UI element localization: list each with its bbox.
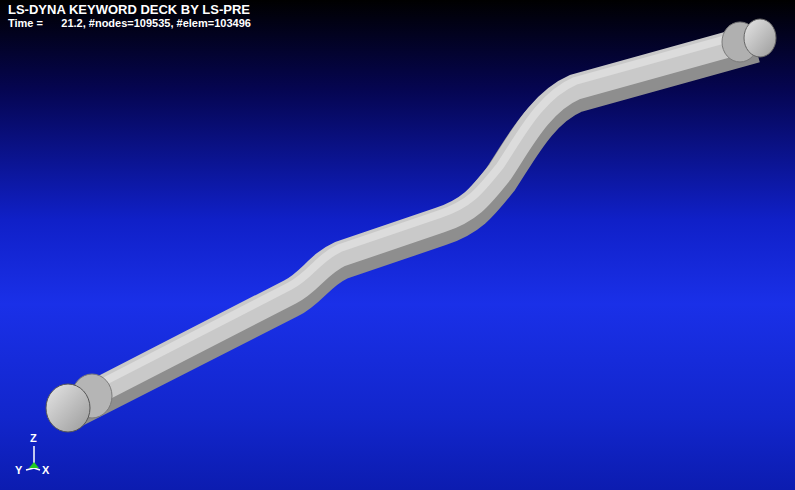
bar-highlight xyxy=(72,31,755,398)
end-cap-left xyxy=(46,384,90,432)
axis-x xyxy=(34,468,40,470)
axis-marker xyxy=(29,462,39,468)
axis-label: Y xyxy=(15,464,22,476)
end-cap-right xyxy=(744,19,776,57)
axis-label: Z xyxy=(30,432,37,444)
axis-y xyxy=(26,468,34,470)
status-line: Time = 21.2, #nodes=109535, #elem=103496 xyxy=(8,17,251,29)
deck-title: LS-DYNA KEYWORD DECK BY LS-PRE xyxy=(8,3,250,17)
axis-label: X xyxy=(42,464,49,476)
